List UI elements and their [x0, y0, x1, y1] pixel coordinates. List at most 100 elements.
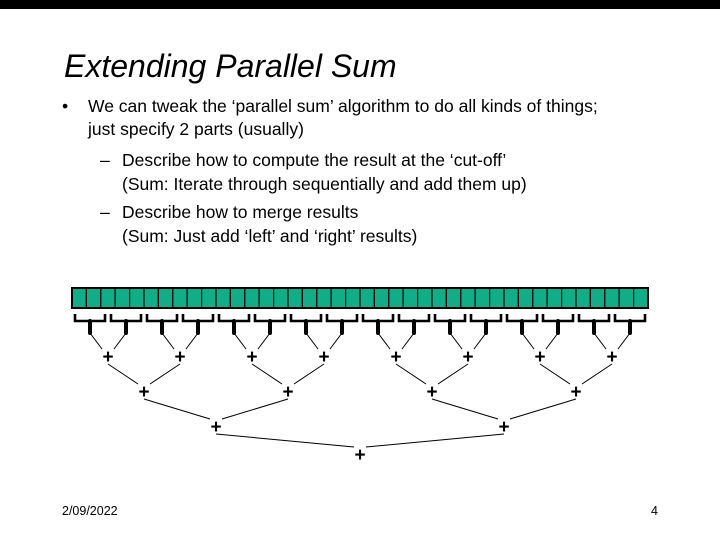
merge-line	[431, 398, 499, 420]
array-cell	[215, 287, 231, 309]
merge-line	[113, 332, 127, 350]
bullet-item: – Describe how to compute the result at …	[100, 148, 702, 196]
merge-line	[293, 363, 325, 385]
array-cell	[359, 287, 375, 309]
merge-line	[401, 332, 415, 350]
bullet-marker: –	[100, 150, 110, 170]
merge-line	[473, 332, 487, 350]
bullet-text-line: (Sum: Just add ‘left’ and ‘right’ result…	[122, 226, 418, 246]
plus-merge-node: +	[138, 382, 149, 403]
plus-merge-node: +	[210, 417, 221, 438]
array-cell	[172, 287, 188, 309]
array-cell	[186, 287, 203, 309]
array-cell	[345, 287, 361, 309]
array-cell	[560, 287, 577, 309]
merge-line	[545, 332, 559, 350]
plus-merge-node: +	[246, 347, 257, 368]
bullet-marker: –	[100, 202, 110, 222]
plus-merge-node: +	[606, 347, 617, 368]
top-border-bar	[0, 0, 720, 9]
array-cell	[229, 287, 246, 309]
array-cell	[114, 287, 131, 309]
array-cell	[589, 287, 606, 309]
array-cell	[273, 287, 289, 309]
bullet-text-line: Describe how to merge results	[122, 202, 359, 222]
array-cell	[417, 287, 433, 309]
array-cell	[532, 287, 548, 309]
bullet-marker: •	[62, 96, 69, 116]
merge-line	[509, 398, 577, 420]
bullet-text: Describe how to merge results (Sum: Just…	[122, 200, 417, 248]
merge-line	[149, 363, 181, 385]
merge-line	[521, 332, 535, 350]
bullet-text: We can tweak the ‘parallel sum’ algorith…	[88, 95, 598, 141]
bullet-text-line: just specify 2 parts (usually)	[88, 119, 304, 139]
plus-merge-node: +	[354, 445, 365, 466]
slide-page-number: 4	[651, 504, 658, 518]
array-cell	[373, 287, 390, 309]
plus-merge-node: +	[534, 347, 545, 368]
array-cell	[632, 287, 649, 309]
array-cell	[244, 287, 260, 309]
array-cell	[489, 287, 505, 309]
bullet-text-line: Describe how to compute the result at th…	[122, 150, 507, 170]
plus-merge-node: +	[570, 382, 581, 403]
parallel-sum-diagram: +++++++++++++++	[71, 287, 649, 466]
array-cell	[460, 287, 476, 309]
array-cell	[301, 287, 318, 309]
array-cell	[143, 287, 159, 309]
merge-line	[161, 332, 175, 350]
array-cell	[330, 287, 347, 309]
array-cell	[604, 287, 620, 309]
plus-merge-node: +	[102, 347, 113, 368]
merge-line	[89, 332, 103, 350]
plus-merge-node: +	[426, 382, 437, 403]
bullet-text-line: (Sum: Iterate through sequentially and a…	[122, 174, 527, 194]
array-cell	[517, 287, 534, 309]
array-cell	[316, 287, 332, 309]
array-cell	[129, 287, 145, 309]
merge-line	[257, 332, 271, 350]
merge-line	[305, 332, 319, 350]
array-cell	[258, 287, 275, 309]
merge-line	[365, 433, 505, 448]
merge-line	[539, 363, 571, 385]
merge-line	[329, 332, 343, 350]
bullet-item: – Describe how to merge results (Sum: Ju…	[100, 200, 702, 248]
array-cell	[71, 287, 87, 309]
array-cell	[85, 287, 102, 309]
array-cell	[575, 287, 591, 309]
array-cell	[388, 287, 404, 309]
merge-line	[593, 332, 607, 350]
merge-line	[215, 433, 355, 448]
plus-merge-node: +	[318, 347, 329, 368]
plus-merge-node: +	[282, 382, 293, 403]
array-outline	[71, 287, 649, 309]
array-cell	[474, 287, 491, 309]
merge-line	[617, 332, 631, 350]
merge-line	[449, 332, 463, 350]
merge-line	[143, 398, 211, 420]
slide-date: 2/09/2022	[62, 504, 118, 518]
plus-merge-node: +	[390, 347, 401, 368]
bullet-list: • We can tweak the ‘parallel sum’ algori…	[62, 95, 702, 252]
merge-line	[185, 332, 199, 350]
merge-line	[251, 363, 283, 385]
merge-line	[233, 332, 247, 350]
merge-line	[581, 363, 613, 385]
array-cell	[618, 287, 635, 309]
slide-title: Extending Parallel Sum	[64, 48, 397, 84]
array-cell	[431, 287, 447, 309]
merge-line	[437, 363, 469, 385]
bullet-text-line: We can tweak the ‘parallel sum’ algorith…	[88, 96, 598, 116]
merge-line	[107, 363, 139, 385]
array-cell	[287, 287, 303, 309]
array-cell	[503, 287, 519, 309]
array-cell	[100, 287, 116, 309]
array-cell	[201, 287, 217, 309]
bullet-text: Describe how to compute the result at th…	[122, 148, 527, 196]
bullet-item: • We can tweak the ‘parallel sum’ algori…	[62, 95, 702, 141]
merge-line	[377, 332, 391, 350]
plus-merge-node: +	[174, 347, 185, 368]
array-cell	[402, 287, 419, 309]
